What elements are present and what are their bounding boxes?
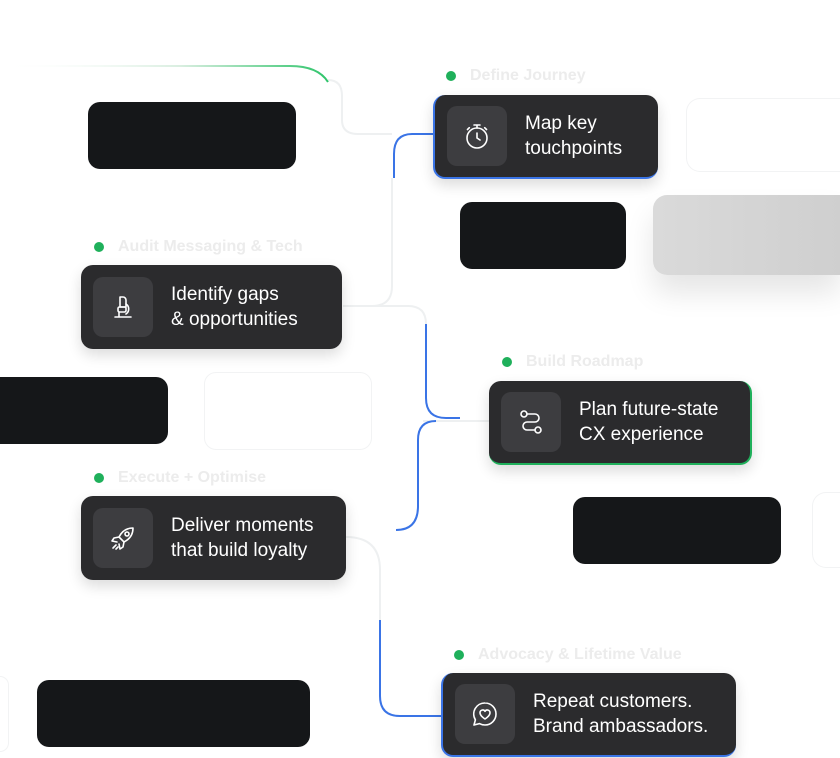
step-description: Deliver moments that build loyalty [171,513,314,563]
placeholder-block [0,676,9,752]
placeholder-block [0,377,168,444]
description-line: CX experience [579,424,704,445]
description-line: Repeat customers. [533,691,693,712]
placeholder-block [37,680,310,747]
step-description: Plan future-state CX experience [579,397,718,447]
rocket-icon [111,527,134,550]
placeholder-block [653,195,840,275]
heart-chat-icon [472,702,497,726]
status-dot [454,650,464,660]
description-line: Map key [525,113,597,134]
step-title: Audit Messaging & Tech [118,238,303,255]
description-line: that build loyalty [171,540,308,561]
step-description: Identify gaps & opportunities [171,282,298,332]
route-icon [520,410,542,434]
placeholder-block [204,372,372,450]
step-label-audit-messaging: Audit Messaging & Tech [94,238,303,256]
step-card-audit-messaging[interactable]: Identify gaps & opportunities [81,265,342,349]
status-dot [446,71,456,81]
step-card-advocacy-lifetime[interactable]: Repeat customers. Brand ambassadors. [441,673,736,757]
step-label-define-journey: Define Journey [446,67,586,85]
icon-tile [501,392,561,452]
connector-to-advocacy [379,620,442,717]
step-title: Define Journey [470,67,586,84]
placeholder-block [573,497,781,564]
icon-tile [455,684,515,744]
connector-to-roadmap [425,324,460,419]
step-label-execute-optimise: Execute + Optimise [94,469,266,487]
icon-tile [93,508,153,568]
description-line: Identify gaps [171,284,279,305]
connector-to-define [393,133,434,178]
status-dot [502,357,512,367]
status-dot [94,242,104,252]
icon-tile [447,106,507,166]
placeholder-block [812,492,840,568]
description-line: touchpoints [525,138,623,159]
placeholder-block [88,102,296,169]
description-line: Brand ambassadors. [533,716,709,737]
step-card-build-roadmap[interactable]: Plan future-state CX experience [489,381,752,465]
stopwatch-icon [466,124,488,149]
placeholder-block [686,98,840,172]
icon-tile [93,277,153,337]
step-description: Map key touchpoints [525,111,622,161]
step-card-define-journey[interactable]: Map key touchpoints [433,95,658,179]
step-card-execute-optimise[interactable]: Deliver moments that build loyalty [81,496,346,580]
description-line: Plan future-state [579,399,719,420]
step-description: Repeat customers. Brand ambassadors. [533,689,708,739]
step-label-advocacy-lifetime: Advocacy & Lifetime Value [454,646,682,664]
placeholder-block [460,202,626,269]
description-line: Deliver moments [171,515,314,536]
description-line: & opportunities [171,309,298,330]
connector-from-execute [395,420,437,531]
step-title: Build Roadmap [526,353,644,370]
step-title: Advocacy & Lifetime Value [478,646,682,663]
step-title: Execute + Optimise [118,469,267,486]
step-label-build-roadmap: Build Roadmap [502,353,643,371]
connector-top [0,65,329,83]
microscope-icon [114,296,132,318]
status-dot [94,473,104,483]
